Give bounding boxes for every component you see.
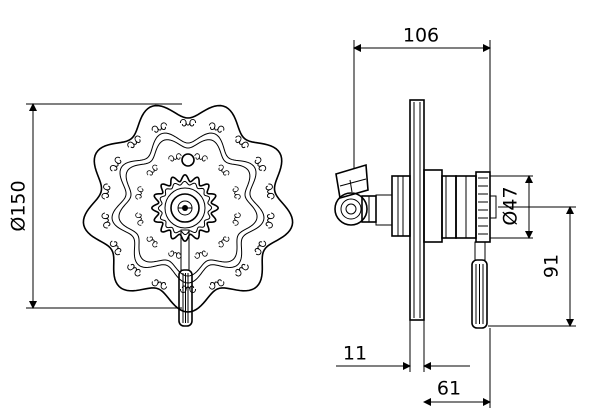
ornament-scroll [208, 279, 225, 290]
ornament-scroll [146, 236, 158, 248]
plate-outer-edge [82, 104, 294, 313]
ornament-scroll [135, 186, 144, 200]
ornament-scroll [235, 135, 249, 149]
ornament-scroll [218, 164, 230, 176]
dimension-overall-diameter: Ø150 [8, 103, 182, 309]
front-view: Ø150 [8, 103, 294, 327]
dimension-body-depth: 61 [423, 328, 491, 408]
front-hole [181, 153, 195, 167]
dimension-label-depth: 106 [403, 25, 439, 47]
ornament-scroll [254, 240, 267, 256]
ornament-scroll [127, 135, 141, 149]
dimension-total-depth: 106 [353, 25, 491, 172]
dimension-handle-drop: 91 [488, 206, 576, 327]
side-stem [375, 175, 411, 237]
dimension-label-drop: 91 [541, 254, 563, 278]
dimension-plate-thickness: 11 [336, 320, 470, 372]
dimension-outlet-diameter: Ø47 [490, 175, 533, 239]
side-lever [471, 241, 488, 329]
ornament-scroll [168, 153, 182, 162]
ornament-scroll [101, 212, 111, 229]
plate-inner-ring-2 [118, 139, 258, 277]
ornament-scroll [232, 212, 241, 226]
ornament-scroll [146, 164, 158, 176]
ornament-scroll [194, 153, 208, 162]
dimension-label-thickness: 11 [343, 343, 367, 365]
ornament-scroll [254, 156, 267, 172]
ornament-scroll [127, 263, 141, 277]
ornament-scroll [218, 236, 230, 248]
ornament-scroll [135, 212, 144, 226]
dimension-label-body: 61 [437, 378, 461, 400]
dimension-label-diameter: Ø150 [8, 180, 30, 231]
ornament-scroll [109, 240, 122, 256]
front-lever [178, 229, 193, 327]
side-wall-plate [409, 99, 425, 321]
ornament-scroll [208, 122, 225, 133]
side-handle [334, 163, 377, 226]
ornament-scroll [232, 186, 241, 200]
dimension-label-outlet: Ø47 [500, 186, 522, 225]
ornament-scroll [265, 212, 275, 229]
plate-inner-ring [111, 132, 265, 284]
ornament-scroll [265, 183, 275, 200]
side-view: 106 Ø47 91 11 61 [334, 25, 576, 408]
ornament-scroll [109, 156, 122, 172]
center-knob [150, 173, 220, 243]
ornament-scroll [194, 250, 208, 259]
ornament-scroll [151, 279, 168, 290]
ornament-scroll [101, 183, 111, 200]
ornament-scroll [179, 118, 197, 127]
ornament-scroll [235, 263, 249, 277]
ornament-scroll [168, 250, 182, 259]
side-body [423, 169, 497, 243]
ornament-scroll [151, 122, 168, 133]
